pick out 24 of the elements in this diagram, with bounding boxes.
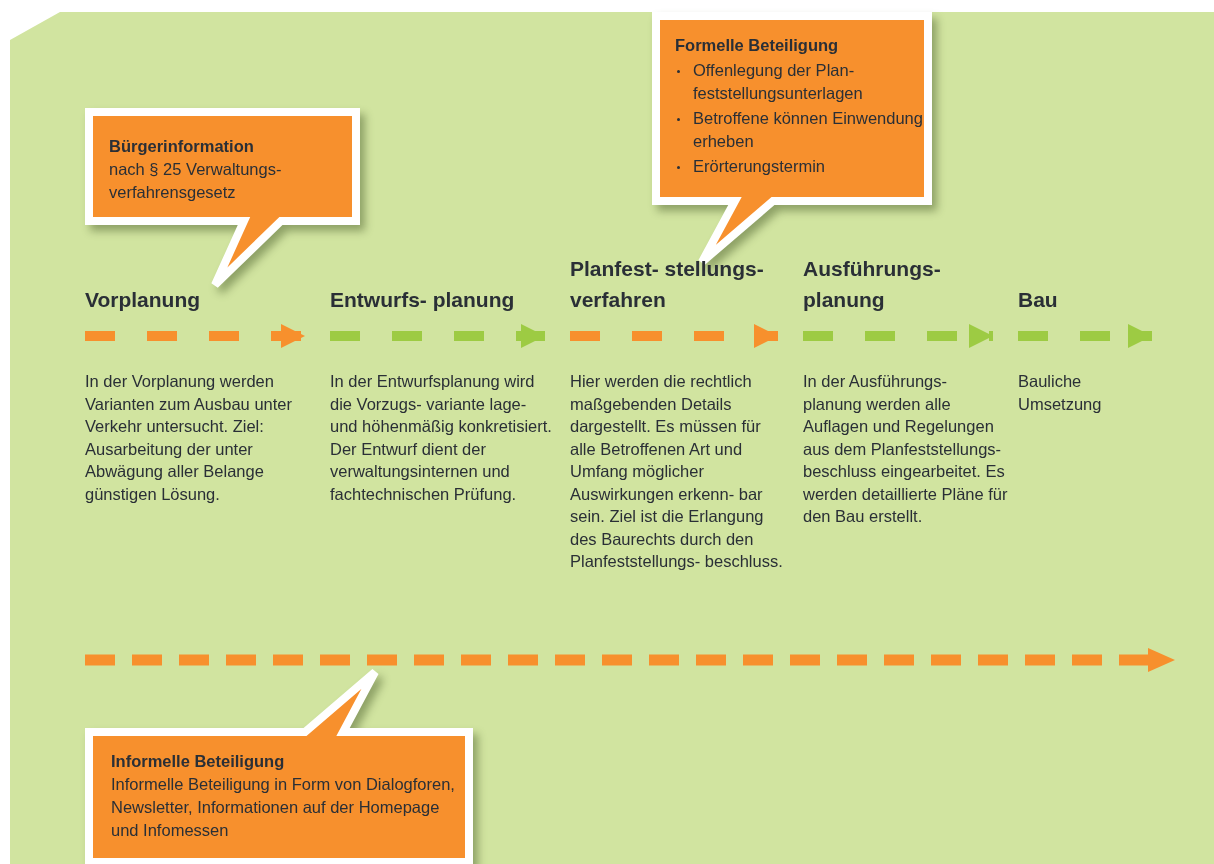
arrow xyxy=(330,324,545,348)
bubble-heading: Bürgerinformation xyxy=(109,136,255,157)
bullet-item: Offenlegung der Plan- feststellungsunterlagen xyxy=(675,59,925,105)
phase-heading: Entwurfs- planung xyxy=(330,287,516,313)
bubble-heading: Formelle Beteiligung xyxy=(675,35,840,56)
phase-description: In der Ausführungs- planung werden alle Auflagen und Regelungen aus dem Planfeststellungs- beschluss eingearbeitet. Es werden detaillierte Pläne für den Bau erstellt. xyxy=(803,371,1008,527)
arrow xyxy=(570,324,778,348)
arrow xyxy=(1018,324,1152,348)
phase-description: Hier werden die rechtlich maßgebenden Details dargestellt. Es müssen für alle Betroffenen Art und Umfang möglicher Auswirkungen erkenn- bar sein. Ziel ist die Erlangung des Baurechts durch den Planfeststellungs- beschluss. xyxy=(570,371,784,572)
arrow xyxy=(803,324,993,348)
phase-heading: Planfest- stellungs- verfahren xyxy=(570,256,765,313)
bullet-item: Erörterungstermin xyxy=(675,155,925,178)
phase-heading: Ausführungs- planung xyxy=(803,256,942,313)
arrow xyxy=(85,324,305,348)
phase-description: Bauliche Umsetzung xyxy=(1018,371,1103,415)
phase-description: In der Vorplanung werden Varianten zum Ausbau unter Verkehr untersucht. Ziel: Ausarbeitung der unter Abwägung aller Belange günstigen Lösung. xyxy=(85,371,293,505)
bullet-item: Betroffene können Einwendung erheben xyxy=(675,107,925,153)
phase-description: In der Entwurfsplanung wird die Vorzugs- variante lage- und höhenmäßig konkretisiert. Der Entwurf dient der verwaltungsinternen und fachtechnischen Prüfung. xyxy=(330,371,553,505)
bubble-text: Informelle Beteiligung in Form von Dialogforen, Newsletter, Informationen auf der Homepage und Infomessen xyxy=(111,774,456,841)
speech-bubble xyxy=(85,108,363,288)
phase-heading: Bau xyxy=(1018,287,1059,313)
phase-heading: Vorplanung xyxy=(85,287,202,313)
bubble-heading: Informelle Beteiligung xyxy=(111,751,286,772)
bubble-text: nach § 25 Verwaltungs- verfahrensgesetz xyxy=(109,159,283,203)
